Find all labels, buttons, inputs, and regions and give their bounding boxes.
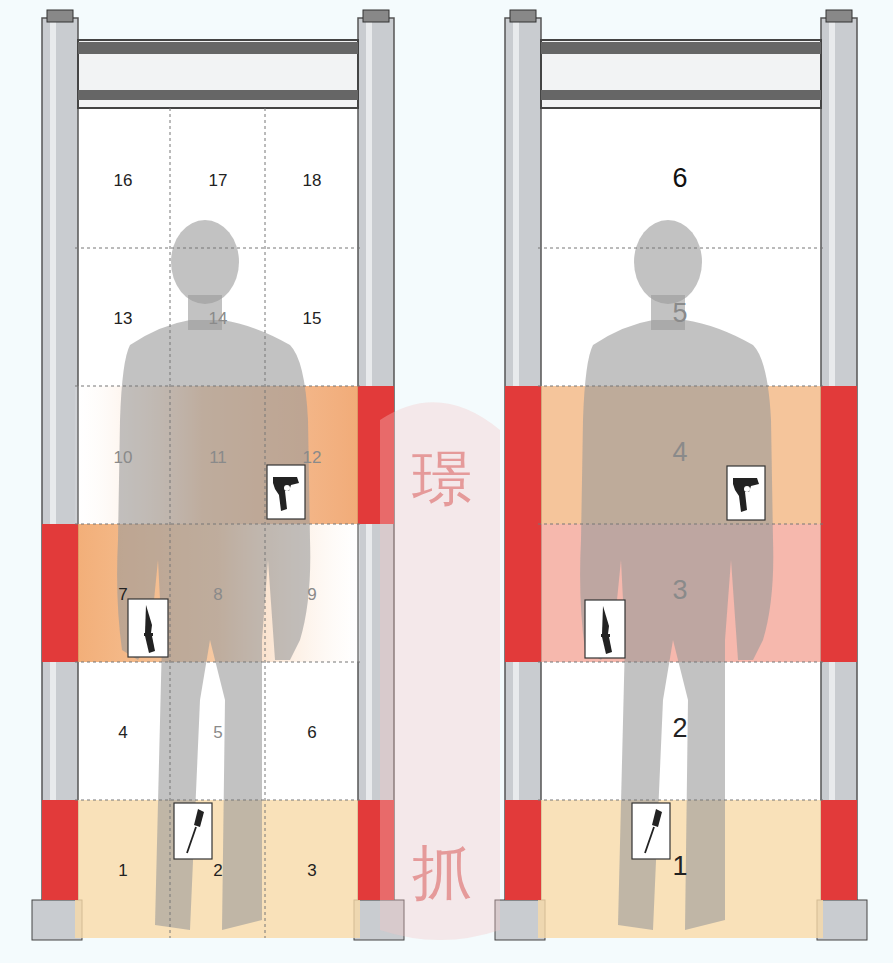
zone-number: 4: [118, 724, 127, 741]
zone-number: 11: [209, 449, 227, 466]
zone-number: 15: [303, 310, 322, 327]
zone-number: 12: [303, 449, 322, 466]
zone-number: 7: [118, 586, 127, 603]
zone-number: 16: [114, 172, 133, 189]
zone-number: 3: [307, 862, 316, 879]
zone-number: 2: [672, 715, 687, 742]
zone-number: 5: [672, 300, 687, 327]
zone-number: 18: [303, 172, 322, 189]
zone-number: 4: [672, 439, 687, 466]
zone-number: 9: [307, 586, 316, 603]
zone-number: 1: [672, 853, 687, 880]
zone-number: 3: [672, 577, 687, 604]
zone-number: 13: [114, 310, 133, 327]
zone-number: 8: [213, 586, 222, 603]
zone-number: 1: [118, 862, 127, 879]
zone-number: 5: [213, 724, 222, 741]
zone-number: 6: [307, 724, 316, 741]
zone-number: 17: [209, 172, 228, 189]
zone-number: 10: [114, 449, 133, 466]
zone-number: 14: [209, 310, 228, 327]
watermark: 抓: [412, 842, 472, 902]
zone-number: 2: [213, 862, 222, 879]
zone-number: 6: [672, 165, 687, 192]
watermark: 璟: [412, 448, 472, 508]
